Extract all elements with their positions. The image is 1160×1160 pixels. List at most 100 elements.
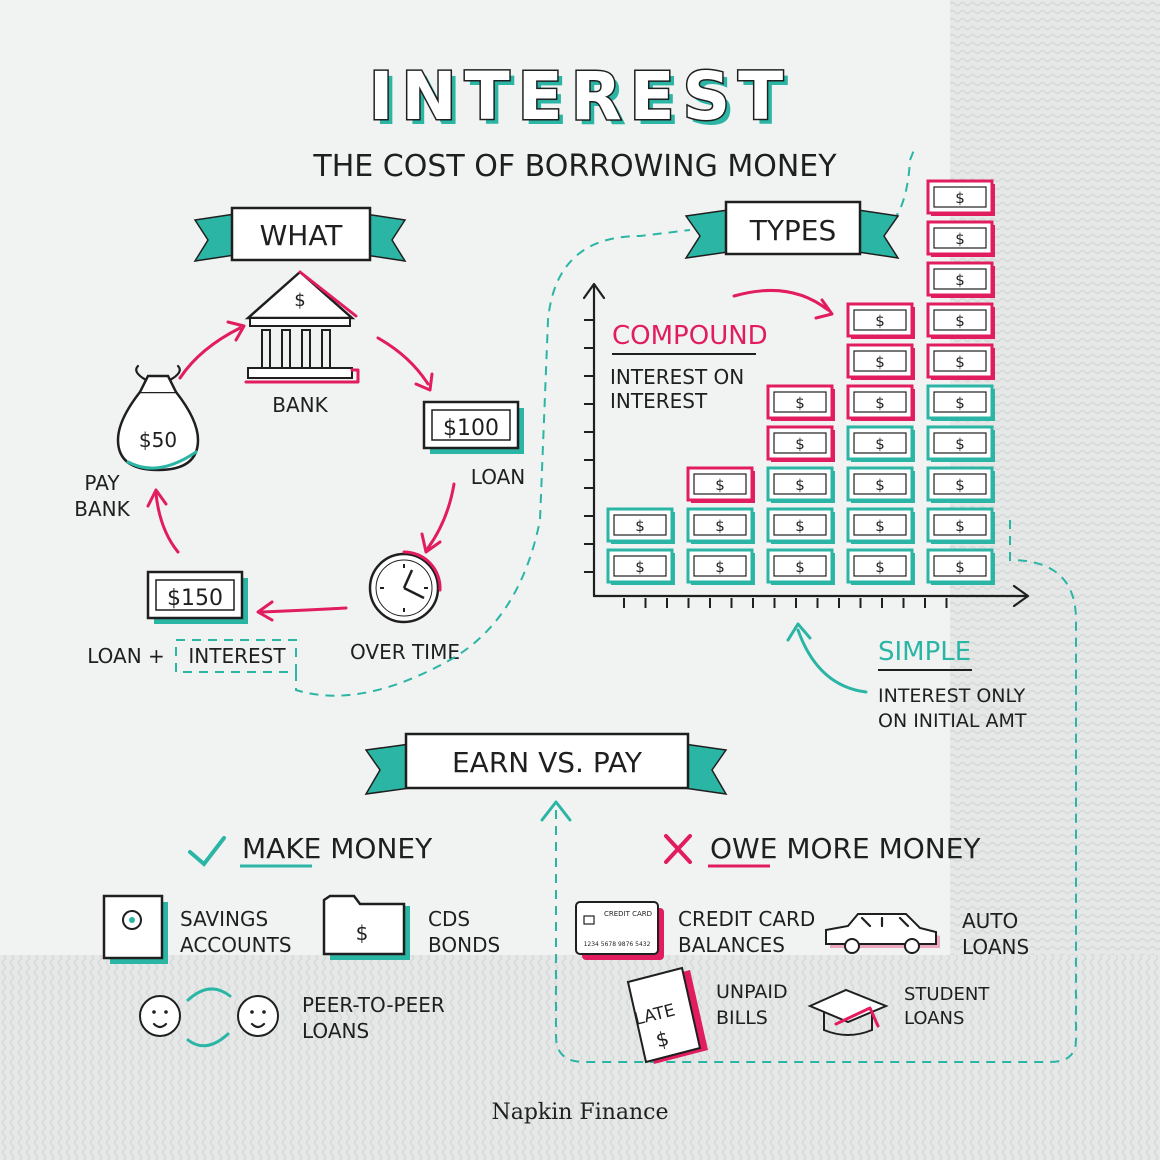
types-banner-label: TYPES bbox=[749, 214, 837, 247]
loan-plus-label: LOAN + bbox=[87, 644, 165, 668]
simple-arrow bbox=[796, 628, 868, 694]
block-dollar-sign: $ bbox=[955, 435, 965, 453]
bank-label: BANK bbox=[272, 393, 328, 417]
block-dollar-sign: $ bbox=[875, 312, 885, 330]
block-dollar-sign: $ bbox=[955, 312, 965, 330]
loan-bill: $100 bbox=[422, 400, 524, 454]
block-dollar-sign: $ bbox=[955, 230, 965, 248]
what-banner-label: WHAT bbox=[260, 219, 344, 252]
compound-interest-block: $ bbox=[926, 343, 995, 380]
compound-interest-block: $ bbox=[926, 179, 995, 216]
simple-arrow-head bbox=[786, 622, 812, 642]
savings-line2: ACCOUNTS bbox=[180, 933, 292, 957]
page-subtitle: THE COST OF BORROWING MONEY bbox=[312, 149, 837, 184]
what-types-connector bbox=[295, 229, 691, 697]
bills-line2: BILLS bbox=[716, 1007, 768, 1029]
late-bill-icon: LATE $ bbox=[626, 966, 708, 1064]
block-dollar-sign: $ bbox=[795, 435, 805, 453]
card-number: 1234 5678 9876 5432 bbox=[584, 941, 651, 948]
card-text: CREDIT CARD bbox=[604, 910, 652, 918]
credit-card-icon: CREDIT CARD 1234 5678 9876 5432 bbox=[575, 901, 664, 960]
cds-line1: CDS bbox=[428, 907, 470, 931]
cycle-arrows bbox=[146, 320, 456, 622]
types-banner: TYPES bbox=[684, 200, 900, 259]
compound-interest-block: $ bbox=[926, 261, 995, 298]
block-dollar-sign: $ bbox=[955, 476, 965, 494]
compound-desc-line1: INTEREST ON bbox=[610, 365, 744, 389]
earn-pay-banner: EARN VS. PAY bbox=[364, 732, 728, 795]
title-shadow: INTEREST bbox=[374, 63, 796, 140]
compound-interest-block: $ bbox=[926, 302, 995, 339]
types-earn-connector bbox=[555, 520, 1077, 1063]
loan-label: LOAN bbox=[471, 465, 525, 489]
simple-interest-block: $ bbox=[926, 507, 995, 544]
block-dollar-sign: $ bbox=[795, 558, 805, 576]
block-dollar-sign: $ bbox=[715, 558, 725, 576]
simple-desc-line2: ON INITIAL AMT bbox=[878, 710, 1027, 732]
interest-highlight-box bbox=[175, 639, 297, 673]
simple-interest-block: $ bbox=[766, 507, 835, 544]
loan-amount: $100 bbox=[443, 416, 499, 441]
folder-dollar: $ bbox=[356, 921, 369, 945]
simple-interest-block: $ bbox=[846, 507, 915, 544]
block-dollar-sign: $ bbox=[795, 476, 805, 494]
p2p-line1: PEER-TO-PEER bbox=[302, 993, 445, 1017]
block-dollar-sign: $ bbox=[955, 558, 965, 576]
compound-desc-line2: INTEREST bbox=[610, 389, 708, 413]
block-dollar-sign: $ bbox=[955, 394, 965, 412]
late-dollar: $ bbox=[653, 1026, 671, 1052]
auto-line1: AUTO bbox=[962, 909, 1018, 933]
simple-interest-block: $ bbox=[606, 548, 675, 585]
x-icon bbox=[664, 834, 692, 864]
block-dollar-sign: $ bbox=[715, 476, 725, 494]
simple-interest-block: $ bbox=[686, 507, 755, 544]
credit-line1: CREDIT CARD bbox=[678, 907, 815, 931]
compound-interest-block: $ bbox=[926, 220, 995, 257]
simple-interest-block: $ bbox=[926, 425, 995, 462]
compound-interest-block: $ bbox=[846, 384, 915, 421]
block-dollar-sign: $ bbox=[955, 271, 965, 289]
compound-interest-block: $ bbox=[846, 302, 915, 339]
compound-interest-block: $ bbox=[766, 384, 835, 421]
peer-faces-icon bbox=[139, 987, 279, 1048]
folder-icon: $ bbox=[322, 894, 410, 960]
block-dollar-sign: $ bbox=[875, 476, 885, 494]
safe-icon bbox=[102, 894, 168, 964]
simple-interest-block: $ bbox=[686, 548, 755, 585]
block-dollar-sign: $ bbox=[955, 517, 965, 535]
simple-interest-block: $ bbox=[926, 466, 995, 503]
block-dollar-sign: $ bbox=[875, 353, 885, 371]
block-dollar-sign: $ bbox=[955, 353, 965, 371]
cds-line2: BONDS bbox=[428, 933, 500, 957]
block-dollar-sign: $ bbox=[875, 517, 885, 535]
block-dollar-sign: $ bbox=[795, 517, 805, 535]
brand-footer: Napkin Finance bbox=[491, 1100, 669, 1125]
types-chart-blocks: $ $ $ $ $ $ $ $ $ $ $ $ $ $ $ $ $ $ $ $ $ $ $ $ $ $ $ bbox=[606, 179, 995, 585]
student-line2: LOANS bbox=[904, 1008, 964, 1029]
compound-title: COMPOUND bbox=[612, 321, 768, 351]
graduation-cap-icon bbox=[807, 988, 889, 1036]
block-dollar-sign: $ bbox=[875, 435, 885, 453]
simple-interest-block: $ bbox=[926, 548, 995, 585]
block-dollar-sign: $ bbox=[875, 558, 885, 576]
simple-interest-block: $ bbox=[846, 548, 915, 585]
compound-interest-block: $ bbox=[846, 343, 915, 380]
what-banner: WHAT bbox=[193, 206, 407, 262]
block-dollar-sign: $ bbox=[715, 517, 725, 535]
money-bag-icon: $50 bbox=[116, 364, 200, 472]
over-time-label: OVER TIME bbox=[350, 640, 460, 664]
simple-interest-block: $ bbox=[606, 507, 675, 544]
bank-icon: $ bbox=[244, 270, 360, 384]
interest-label: INTEREST bbox=[188, 644, 286, 668]
bag-amount: $50 bbox=[139, 428, 177, 452]
earn-arrow-head bbox=[540, 800, 572, 822]
credit-line2: BALANCES bbox=[678, 933, 785, 957]
owe-more-label: OWE MORE MONEY bbox=[710, 832, 981, 865]
simple-interest-block: $ bbox=[926, 384, 995, 421]
p2p-line2: LOANS bbox=[302, 1019, 369, 1043]
pay-bank-line1: PAY bbox=[84, 471, 120, 495]
block-dollar-sign: $ bbox=[875, 394, 885, 412]
pay-bank-line2: BANK bbox=[74, 497, 130, 521]
